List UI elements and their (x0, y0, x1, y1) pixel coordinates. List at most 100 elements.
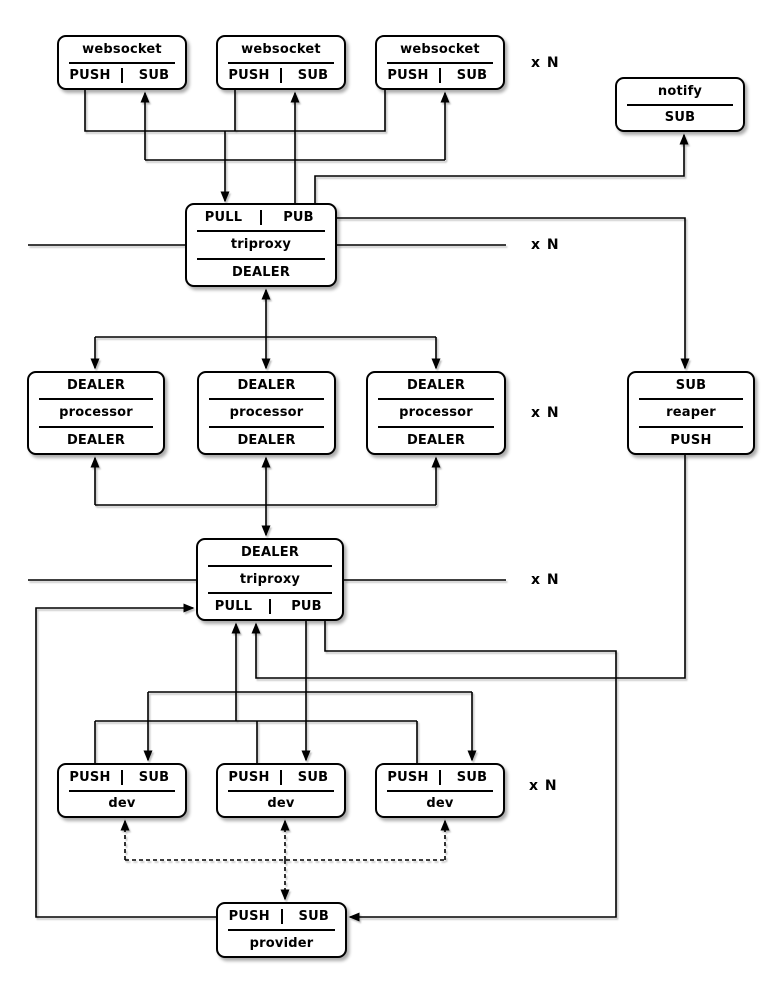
multiplier-label-websocket: x N (531, 55, 560, 71)
reaper-socket-top-row: SUB (629, 373, 753, 398)
multiplier-label-triproxy-app: x N (531, 237, 560, 253)
socket-sub-label: SUB (138, 769, 170, 785)
node-title: provider (249, 936, 314, 951)
socket-dealer-label: DEALER (237, 378, 296, 394)
row-divider (639, 425, 743, 428)
edges-provider-dev-dashed (120, 819, 450, 901)
node-processor-1: DEALER processor DEALER (27, 371, 165, 455)
triproxy-app-socket-top-row: PULL PUB (187, 205, 335, 230)
node-notify: notify SUB (615, 77, 745, 132)
edge-websocket-push-bus (84, 90, 386, 132)
node-title: dev (267, 796, 295, 812)
node-websocket-1: websocket PUSH SUB (57, 35, 187, 90)
socket-dealer-label: DEALER (66, 378, 126, 394)
node-dev-1: PUSH SUB dev (57, 763, 187, 818)
row-divider (639, 398, 743, 401)
socket-pull-label: PULL (204, 210, 243, 226)
socket-push-label: PUSH (69, 68, 111, 84)
edge-reaper-push-to-triproxy-pull (251, 455, 686, 679)
socket-sub-label: SUB (456, 68, 488, 84)
triproxy-dev-socket-top-row: DEALER (198, 540, 342, 565)
dev-socket-row: PUSH SUB (218, 765, 344, 790)
edge-dev-push-bus (94, 720, 418, 763)
reaper-socket-bottom-row: PUSH (629, 428, 753, 453)
triproxy-app-title-row: triproxy (187, 232, 335, 257)
socket-separator (280, 68, 282, 84)
multiplier-label-processor: x N (531, 405, 560, 421)
node-triproxy-app: PULL PUB triproxy DEALER (185, 203, 337, 287)
row-divider (228, 61, 334, 64)
row-divider (39, 425, 153, 428)
websocket-title-row: websocket (59, 37, 185, 62)
node-title: processor (399, 405, 473, 421)
socket-separator (121, 769, 123, 785)
node-title: triproxy (230, 237, 292, 253)
socket-push-label: PUSH (670, 432, 712, 448)
socket-dealer-label: DEALER (231, 264, 291, 280)
node-title: processor (229, 405, 304, 421)
node-title: websocket (241, 41, 321, 57)
socket-dealer-label: DEALER (406, 432, 466, 448)
row-divider (69, 789, 175, 792)
processor-title-row: processor (368, 400, 504, 425)
notify-socket-row: SUB (617, 106, 743, 131)
processor-socket-bottom-row: DEALER (368, 428, 504, 453)
socket-push-label: PUSH (387, 769, 429, 785)
processor-socket-top-row: DEALER (368, 373, 504, 398)
socket-separator (269, 599, 271, 614)
notify-title-row: notify (617, 79, 743, 104)
node-title: triproxy (239, 572, 301, 587)
websocket-title-row: websocket (377, 37, 503, 62)
socket-dealer-label: DEALER (406, 378, 466, 394)
socket-push-label: PUSH (387, 68, 429, 84)
socket-pull-label: PULL (214, 599, 253, 614)
processor-title-row: processor (29, 400, 163, 425)
websocket-title-row: websocket (218, 37, 344, 62)
socket-sub-label: SUB (675, 378, 707, 394)
node-dev-3: PUSH SUB dev (375, 763, 505, 818)
socket-push-label: PUSH (228, 68, 270, 84)
row-divider (69, 61, 175, 64)
processor-title-row: processor (199, 400, 334, 425)
row-divider (208, 565, 332, 567)
triproxy-app-socket-bottom-row: DEALER (187, 260, 335, 285)
triproxy-dev-title-row: triproxy (198, 567, 342, 592)
multiplier-label-dev: x N (529, 778, 558, 794)
node-title: dev (108, 796, 136, 812)
node-title: processor (59, 405, 133, 421)
websocket-socket-row: PUSH SUB (377, 64, 503, 89)
provider-socket-row: PUSH SUB (218, 904, 345, 929)
edge-pub-to-notify-sub (314, 133, 689, 203)
provider-title-row: provider (218, 931, 345, 956)
socket-push-label: PUSH (228, 769, 270, 785)
processor-socket-bottom-row: DEALER (199, 428, 334, 453)
socket-separator (280, 909, 283, 924)
socket-separator (439, 769, 441, 785)
socket-pub-label: PUB (283, 210, 314, 226)
row-divider (387, 789, 493, 792)
row-divider (228, 929, 335, 931)
row-divider (208, 592, 332, 594)
dev-title-row: dev (218, 792, 344, 817)
node-title: reaper (666, 405, 716, 421)
node-websocket-2: websocket PUSH SUB (216, 35, 346, 90)
socket-separator (260, 210, 262, 226)
edge-provider-push-to-triproxy-pull (35, 603, 216, 918)
socket-pub-label: PUB (291, 599, 322, 614)
node-title: websocket (400, 41, 480, 57)
socket-separator (280, 769, 282, 785)
edge-triproxy-pub-dev-bus (148, 621, 472, 693)
row-divider (209, 398, 324, 401)
socket-push-label: PUSH (228, 909, 270, 924)
row-divider (627, 103, 733, 106)
dev-socket-row: PUSH SUB (377, 765, 503, 790)
processor-socket-top-row: DEALER (199, 373, 334, 398)
row-divider (378, 425, 494, 428)
dev-title-row: dev (377, 792, 503, 817)
node-title: notify (657, 83, 703, 99)
websocket-socket-row: PUSH SUB (218, 64, 344, 89)
edge-pub-to-reaper-sub (337, 217, 690, 370)
socket-separator (121, 68, 123, 84)
